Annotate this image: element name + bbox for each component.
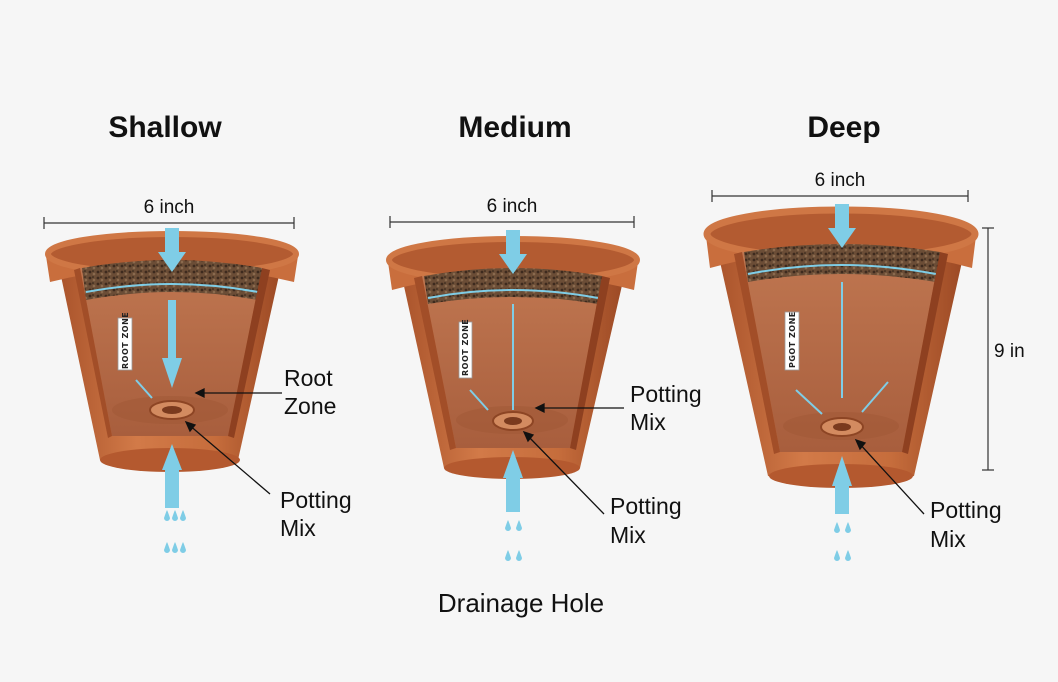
label-root: Root bbox=[284, 365, 333, 391]
width-label: 6 inch bbox=[487, 196, 538, 217]
label-zone: Zone bbox=[284, 393, 336, 419]
label-mix: Mix bbox=[930, 526, 966, 552]
width-dimension bbox=[711, 190, 969, 202]
drainage-hole-caption: Drainage Hole bbox=[438, 588, 604, 618]
root-zone-tag bbox=[458, 321, 473, 379]
leader-lines bbox=[522, 402, 624, 515]
pot-title: Medium bbox=[458, 111, 571, 144]
drainage-hole bbox=[492, 411, 534, 431]
root-zone-tag bbox=[784, 311, 800, 371]
leader-lines bbox=[184, 387, 282, 495]
drainage-hole bbox=[820, 417, 864, 437]
water-arrows bbox=[135, 228, 186, 553]
width-dimension bbox=[389, 216, 635, 228]
pot-medium: Medium 6 inch ROOT ZONE bbox=[386, 111, 702, 561]
pot-title: Deep bbox=[807, 111, 880, 144]
leader-lines bbox=[854, 438, 925, 515]
label-potting: Potting bbox=[610, 493, 682, 519]
label-potting: Potting bbox=[280, 487, 352, 513]
label-mix: Mix bbox=[280, 515, 316, 541]
label-mix: Mix bbox=[630, 409, 666, 435]
label-potting: Potting bbox=[930, 497, 1002, 523]
root-zone-tag-text: PGOT ZONE bbox=[788, 311, 797, 368]
root-zone-tag-text: ROOT ZONE bbox=[121, 312, 130, 369]
label-mix: Mix bbox=[610, 522, 646, 548]
root-zone-tag-text: ROOT ZONE bbox=[461, 319, 470, 376]
label-potting: Potting bbox=[630, 381, 702, 407]
pot-deep: Deep 6 inch 9 in bbox=[703, 111, 1025, 561]
width-dimension bbox=[43, 217, 295, 229]
height-label: 9 in bbox=[994, 341, 1025, 362]
pot-shallow: Shallow 6 inch ROOT ZONE bbox=[43, 111, 352, 553]
drainage-hole bbox=[149, 400, 195, 420]
height-dimension bbox=[982, 227, 994, 471]
root-zone-tag bbox=[117, 317, 133, 371]
width-label: 6 inch bbox=[815, 170, 866, 191]
water-arrows bbox=[469, 230, 527, 561]
water-arrows bbox=[795, 204, 889, 561]
width-label: 6 inch bbox=[144, 197, 195, 218]
pot-title: Shallow bbox=[108, 111, 222, 144]
